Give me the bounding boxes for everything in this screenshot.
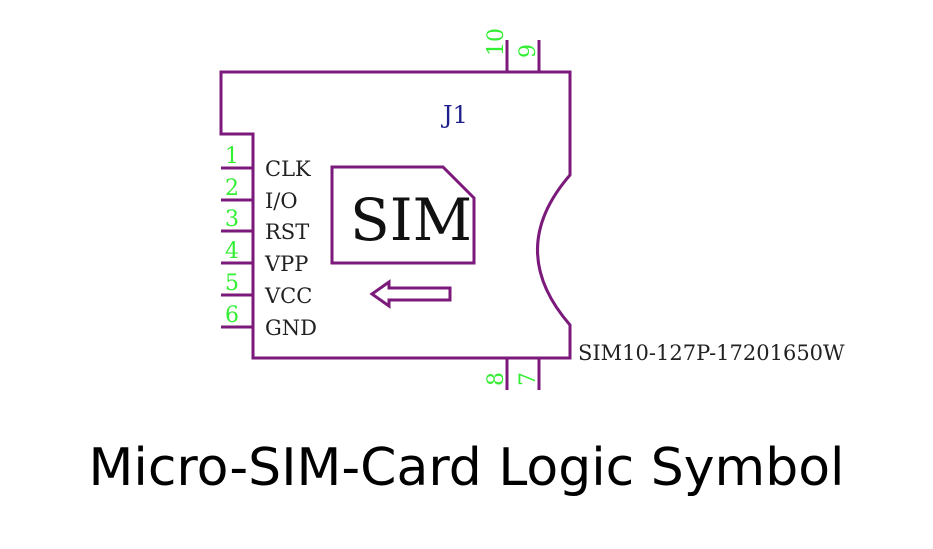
pin-name: RST (265, 220, 309, 244)
top-pins: 10 9 (484, 28, 541, 72)
pin-6: 6 GND (221, 303, 317, 340)
pin-7: 7 (516, 358, 541, 390)
sim-card-label: SIM (350, 186, 472, 254)
figure-caption: Micro-SIM-Card Logic Symbol (88, 438, 845, 498)
pin-number: 9 (516, 44, 541, 58)
pin-1: 1 CLK (221, 144, 311, 181)
pin-name: VCC (264, 284, 312, 308)
component-body-outline (219, 70, 572, 360)
pin-3: 3 RST (221, 207, 309, 244)
pin-number: 1 (225, 144, 239, 169)
pin-number: 2 (225, 176, 239, 201)
bottom-pins: 8 7 (484, 358, 541, 390)
pin-10: 10 (484, 28, 509, 72)
pin-number: 10 (484, 28, 509, 56)
pin-name: CLK (265, 157, 311, 181)
pin-name: VPP (264, 252, 308, 276)
pin-5: 5 VCC (221, 271, 312, 308)
pin-9: 9 (516, 40, 541, 72)
pin-number: 4 (225, 239, 239, 264)
left-pins: 1 CLK 2 I/O 3 RST 4 VPP 5 VCC 6 GND (221, 144, 317, 340)
sim-card-shape (330, 165, 476, 265)
pin-8: 8 (484, 358, 509, 390)
pin-2: 2 I/O (221, 176, 298, 213)
pin-number: 3 (225, 207, 239, 232)
insertion-arrow-icon (369, 279, 452, 309)
pin-number: 6 (225, 303, 239, 328)
pin-number: 7 (516, 372, 541, 386)
part-number-label: SIM10-127P-17201650W (578, 341, 845, 365)
pin-4: 4 VPP (221, 239, 308, 276)
pin-name: GND (265, 316, 317, 340)
designator-label: J1 (440, 101, 468, 129)
pin-number: 5 (225, 271, 239, 296)
pin-number: 8 (484, 372, 509, 386)
pin-name: I/O (265, 189, 298, 213)
